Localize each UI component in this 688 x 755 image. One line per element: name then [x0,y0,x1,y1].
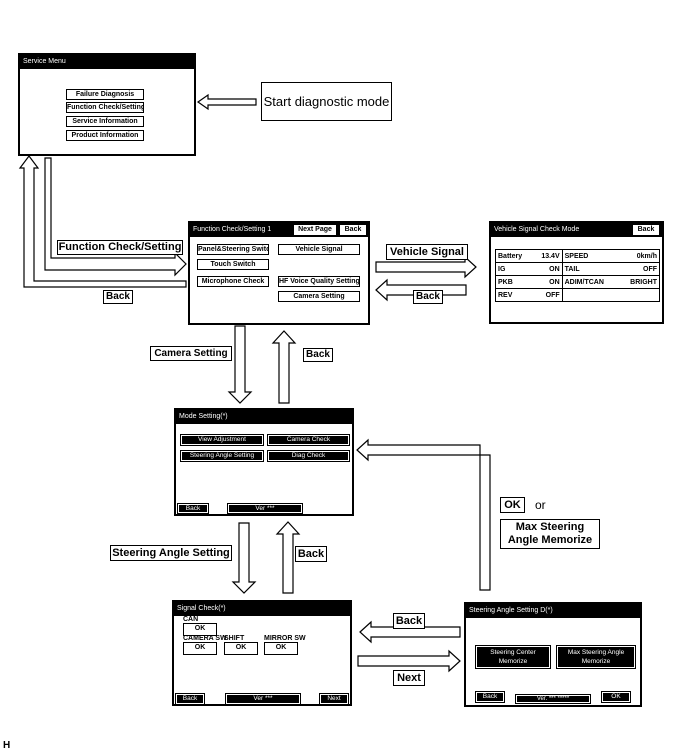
steering-angle-title: Steering Angle Setting D(*) [466,604,640,618]
label-back-vehicle: Back [413,290,443,304]
label-or: or [535,498,546,512]
label-next: Next [393,670,425,686]
signal-name [561,288,619,302]
vehicle-signal-table: Battery 13.4V SPEED 0km/h IG ON TAIL OFF… [494,249,660,302]
signal-value: OFF [618,262,660,276]
steering-version-label: Ver. *** ***** [515,694,591,704]
camera-sw-status: OK [183,642,217,655]
signal-check-title: Signal Check(*) [174,602,350,616]
signal-value [618,288,660,302]
arrow-mode-to-function [271,330,297,404]
service-menu-screen: Service Menu Failure Diagnosis Function … [18,53,196,156]
signal-value: 0km/h [618,249,660,263]
arrow-start-to-service [196,93,257,111]
view-adjustment-button[interactable]: View Adjustment [180,434,264,446]
arrow-mode-to-signal [231,522,257,594]
arrow-steering-to-signal [359,620,461,644]
table-row: Battery 13.4V SPEED 0km/h [494,249,660,263]
label-function-check-setting: Function Check/Setting [57,240,183,255]
version-label: Ver *** [227,503,303,514]
signal-back-button[interactable]: Back [175,693,205,705]
shift-label: SHIFT [224,635,245,642]
signal-value: BRIGHT [618,275,660,289]
failure-diagnosis-button[interactable]: Failure Diagnosis [66,89,144,100]
signal-check-screen: Signal Check(*) CAN OK CAMERA SW OK SHIF… [172,600,352,706]
vehicle-signal-screen: Vehicle Signal Check Mode Back Battery 1… [489,221,664,324]
mirror-sw-status: OK [264,642,298,655]
hf-voice-quality-button[interactable]: HF Voice Quality Setting [278,276,360,287]
signal-value: ON [532,275,563,289]
service-information-button[interactable]: Service Information [66,116,144,127]
mode-setting-title: Mode Setting(*) [176,410,352,424]
label-back-mode: Back [303,348,333,362]
function-check-setting-button[interactable]: Function Check/Setting [66,102,144,113]
service-menu-title: Service Menu [20,55,194,69]
can-status: OK [183,623,217,636]
vehicle-signal-title: Vehicle Signal Check Mode [491,223,662,237]
arrow-signal-to-steering [357,649,461,673]
steering-angle-screen: Steering Angle Setting D(*) Steering Cen… [464,602,642,707]
table-row: PKB ON ADIM/TCAN BRIGHT [494,275,660,289]
camera-check-button[interactable]: Camera Check [267,434,350,446]
steering-angle-setting-button[interactable]: Steering Angle Setting [180,450,264,462]
diag-check-button[interactable]: Diag Check [267,450,350,462]
vehicle-back-button[interactable]: Back [633,225,659,235]
label-back-steering: Back [393,613,425,629]
signal-value: OFF [532,288,563,302]
signal-version-label: Ver *** [225,693,301,705]
arrow-function-to-service-back [18,155,187,288]
label-vehicle-signal: Vehicle Signal [386,244,468,260]
camera-sw-label: CAMERA SW [183,635,227,642]
signal-name: Battery [494,249,533,263]
mode-setting-screen: Mode Setting(*) View Adjustment Camera C… [174,408,354,516]
signal-value: 13.4V [532,249,563,263]
signal-next-button[interactable]: Next [319,693,349,705]
microphone-check-button[interactable]: Microphone Check [197,276,269,287]
label-max-steering: Max Steering Angle Memorize [500,519,600,549]
signal-name: ADIM/TCAN [561,275,619,289]
touch-switch-button[interactable]: Touch Switch [197,259,269,270]
camera-setting-button[interactable]: Camera Setting [278,291,360,302]
product-information-button[interactable]: Product Information [66,130,144,141]
label-camera-setting: Camera Setting [150,346,232,361]
signal-name: PKB [494,275,533,289]
can-label: CAN [183,616,199,623]
start-diagnostic-label: Start diagnostic mode [261,82,392,121]
signal-value: ON [532,262,563,276]
arrow-signal-to-mode [275,521,301,594]
steering-ok-button[interactable]: OK [601,691,631,703]
label-steering-angle-setting: Steering Angle Setting [110,545,232,561]
steering-back-button[interactable]: Back [475,691,505,703]
label-ok: OK [500,497,525,513]
panel-steering-switch-button[interactable]: Panel&Steering Switch [197,244,269,255]
label-back-service: Back [103,290,133,304]
arrow-service-to-function [44,157,187,277]
function-back-button[interactable]: Back [340,225,366,235]
label-back-signal: Back [295,546,327,562]
mode-back-button[interactable]: Back [177,503,209,514]
mirror-sw-label: MIRROR SW [264,635,306,642]
function-check-screen: Function Check/Setting 1 Next Page Back … [188,221,370,325]
arrow-function-to-mode [227,325,253,404]
steering-center-memorize-button[interactable]: Steering Center Memorize [475,645,551,669]
arrow-function-to-vehicle [375,255,477,279]
next-page-button[interactable]: Next Page [294,225,336,235]
table-row: IG ON TAIL OFF [494,262,660,276]
shift-status: OK [224,642,258,655]
signal-name: SPEED [561,249,619,263]
figure-code: H [3,740,11,751]
arrow-steering-to-mode [356,438,491,591]
vehicle-signal-button[interactable]: Vehicle Signal [278,244,360,255]
signal-name: TAIL [561,262,619,276]
signal-name: REV [494,288,533,302]
signal-name: IG [494,262,533,276]
table-row: REV OFF [494,288,660,302]
max-steering-memorize-button[interactable]: Max Steering Angle Memorize [556,645,636,669]
